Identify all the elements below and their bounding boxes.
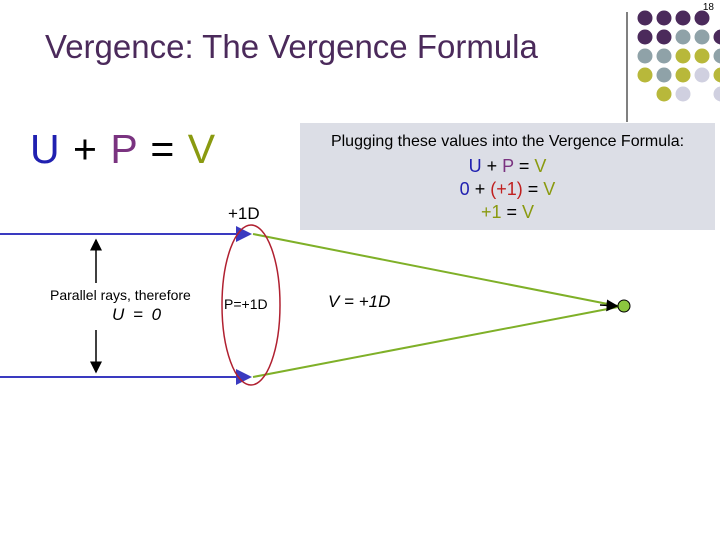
formula-plus: +	[73, 126, 98, 172]
slide-title: Vergence: The Vergence Formula	[45, 28, 538, 65]
plug-equals: =	[518, 156, 530, 176]
decor-dot	[656, 48, 672, 64]
decor-dot	[637, 48, 653, 64]
decor-dot	[637, 67, 653, 83]
converging-ray-top	[252, 233, 619, 307]
formula-p: P	[110, 126, 138, 172]
decor-dot	[694, 10, 710, 26]
plug-v-2: V	[543, 179, 556, 199]
decor-dot	[675, 48, 691, 64]
plug-equals-3: =	[506, 202, 518, 222]
plug-v-3: V	[522, 202, 535, 222]
plug-result: +1	[480, 202, 502, 222]
decor-dot	[675, 10, 691, 26]
decor-dot	[637, 29, 653, 45]
plug-plus: +	[486, 156, 498, 176]
decor-dot	[694, 29, 710, 45]
decor-dot	[713, 29, 720, 45]
slide-number: 18	[702, 2, 714, 13]
v-value-label: V = +1D	[328, 292, 391, 311]
plug-line-2: 0 + (+1) = V	[300, 179, 715, 200]
decor-dot	[675, 29, 691, 45]
decor-dot	[713, 86, 720, 102]
lens-power-label: +1D	[228, 204, 260, 223]
focal-point	[617, 299, 631, 313]
decor-dot	[713, 48, 720, 64]
plug-line-1: U + P = V	[300, 156, 715, 177]
plug-v: V	[534, 156, 547, 176]
plugging-values-box: Plugging these values into the Vergence …	[300, 123, 715, 230]
plug-heading: Plugging these values into the Vergence …	[330, 133, 685, 150]
decor-dot	[713, 67, 720, 83]
plug-p-value: (+1)	[490, 179, 523, 199]
decor-dot	[694, 67, 710, 83]
decor-dot	[656, 86, 672, 102]
plug-line-3: +1 = V	[300, 202, 715, 223]
converging-ray-bottom	[252, 306, 619, 378]
formula-u: U	[30, 126, 61, 172]
decor-dot	[675, 86, 691, 102]
plug-equals-2: =	[527, 179, 539, 199]
decor-dot	[656, 10, 672, 26]
decor-dot	[656, 29, 672, 45]
decor-dot	[675, 67, 691, 83]
plug-plus-2: +	[474, 179, 486, 199]
parallel-rays-text: Parallel rays, therefore	[50, 287, 191, 303]
convex-lens	[221, 224, 281, 386]
p-value-label: P=+1D	[224, 296, 268, 312]
formula-v: V	[187, 126, 217, 172]
converge-arrow	[599, 299, 619, 312]
vergence-formula: U + P = V	[30, 126, 216, 173]
decor-dot	[656, 67, 672, 83]
plug-u: U	[468, 156, 482, 176]
plug-zero: 0	[459, 179, 470, 199]
decor-dot	[694, 48, 710, 64]
decor-dot	[637, 10, 653, 26]
u-value-label: U = 0	[112, 305, 164, 324]
plug-p: P	[502, 156, 514, 176]
formula-equals: =	[150, 126, 176, 172]
